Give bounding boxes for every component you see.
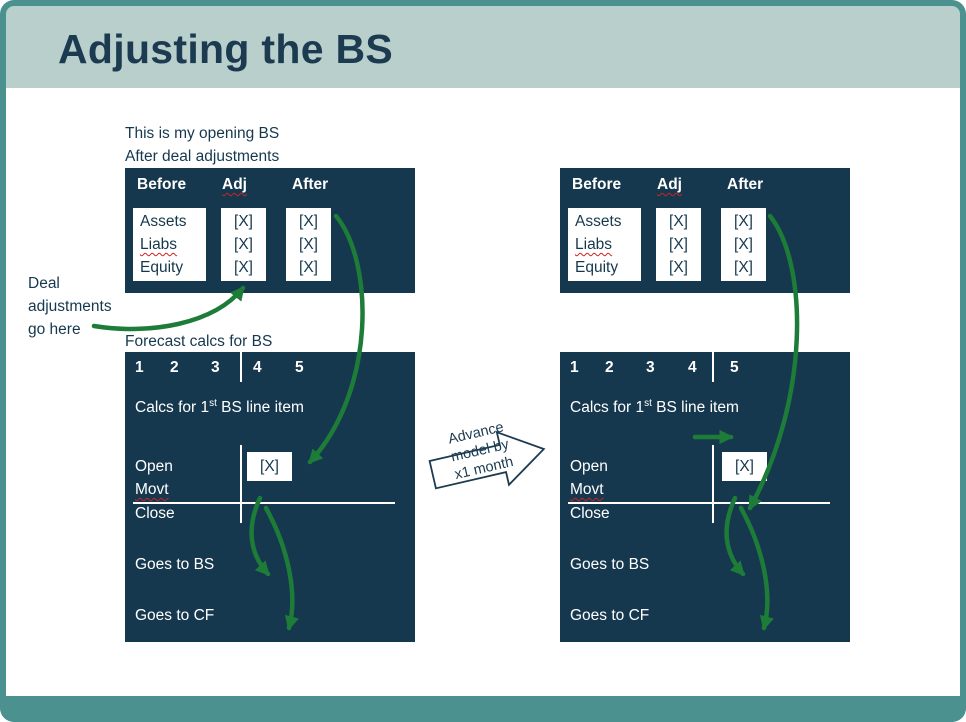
bs-after-box: [X] [X] [X] [721,208,766,281]
month-number: 3 [646,359,655,376]
bs-adj-box: [X] [X] [X] [221,208,266,281]
opening-bs-note: This is my opening BS After deal adjustm… [125,125,280,165]
sum-line [133,502,395,504]
month-number: 5 [730,359,739,376]
month-number: 1 [135,359,144,376]
col-header-adj: Adj [222,176,247,193]
bs-after-box: [X] [X] [X] [286,208,331,281]
month-number: 1 [570,359,579,376]
row-assets: Assets [575,213,622,230]
bs-panel-right: Before Adj After Assets Liabs Equity [X]… [560,168,850,293]
calc-title-sup: st [209,398,217,409]
calc-title-pre: Calcs for 1 [570,399,645,417]
period-divider-main [240,445,242,523]
period-divider-main [712,445,714,523]
row-open: Open [135,458,173,475]
month-number: 3 [211,359,220,376]
calc-title: Calcs for 1st BS line item [570,398,739,417]
after-value: [X] [734,236,753,253]
row-equity: Equity [140,259,184,276]
row-assets: Assets [140,213,187,230]
goes-to-bs-label: Goes to BS [570,556,650,573]
bs-adj-box: [X] [X] [X] [656,208,701,281]
col-header-after: After [292,176,329,193]
month-number: 4 [253,359,262,376]
row-movt: Movt [135,481,169,498]
goes-to-bs-label: Goes to BS [135,556,215,573]
calc-x-box: [X] [722,452,767,481]
after-value: [X] [734,213,753,230]
period-divider-top [712,352,714,382]
slide-title: Adjusting the BS [58,26,394,72]
after-value: [X] [734,259,753,276]
row-open: Open [570,458,608,475]
deal-adjustments-note: Deal adjustments go here [28,275,112,338]
forecast-calcs-label: Forecast calcs for BS [125,333,273,350]
calc-title-post: BS line item [651,399,739,417]
row-liabs: Liabs [575,236,613,253]
calc-title-pre: Calcs for 1 [135,399,210,417]
adj-value: [X] [234,236,253,253]
period-divider-top [240,352,242,382]
month-number: 2 [170,359,179,376]
row-movt: Movt [570,481,604,498]
calc-title-post: BS line item [216,399,304,417]
calc-title: Calcs for 1st BS line item [135,398,304,417]
adj-value: [X] [234,213,253,230]
month-number: 2 [605,359,614,376]
adj-value: [X] [669,213,688,230]
bs-labels-box: Assets Liabs Equity [568,208,641,281]
row-close: Close [135,505,175,522]
col-header-before: Before [137,176,187,193]
after-value: [X] [299,213,318,230]
title-band [0,0,966,88]
forecast-panel-left: 1 2 3 4 5 Calcs for 1st BS line item Ope… [125,352,415,642]
col-header-before: Before [572,176,622,193]
after-value: [X] [299,259,318,276]
sum-line [568,502,830,504]
row-liabs: Liabs [140,236,178,253]
month-number: 4 [688,359,697,376]
goes-to-cf-label: Goes to CF [570,607,650,624]
right-block-arrow-icon [428,430,546,490]
col-header-after: After [727,176,764,193]
col-header-adj: Adj [657,176,682,193]
row-close: Close [570,505,610,522]
bs-panel-left: Before Adj After Assets Liabs Equity [X]… [125,168,415,293]
adj-value: [X] [669,259,688,276]
footer-band [0,696,966,722]
row-equity: Equity [575,259,619,276]
bs-labels-box: Assets Liabs Equity [133,208,206,281]
deal-adjustments-arrow [91,285,246,332]
calc-title-sup: st [644,398,652,409]
forecast-panel-right: 1 2 3 4 5 Calcs for 1st BS line item Ope… [560,352,850,642]
goes-to-cf-label: Goes to CF [135,607,215,624]
adj-value: [X] [669,236,688,253]
advance-model-callout: Advance model by x1 month [424,410,564,515]
adj-value: [X] [234,259,253,276]
calc-x-box: [X] [247,452,292,481]
month-number: 5 [295,359,304,376]
after-value: [X] [299,236,318,253]
